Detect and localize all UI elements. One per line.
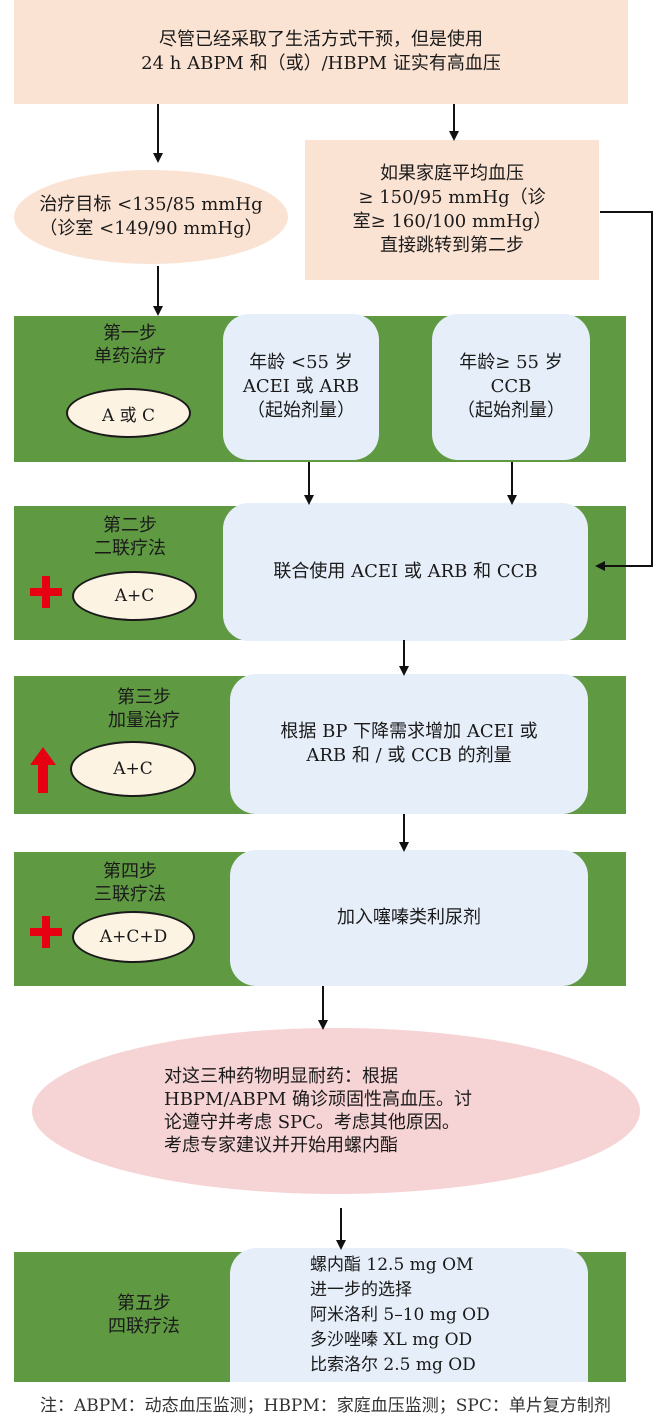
text-line: 论遵守并考虑 SPC。考虑其他原因。 [164, 1112, 460, 1133]
text-line: 直接跳转到第二步 [380, 235, 524, 256]
text-line: 室≥ 160/100 mmHg） [352, 211, 552, 232]
step-label: 三联疗法 [94, 884, 166, 905]
step-label: 第二步 [103, 515, 157, 536]
text-line: 24 h ABPM 和（或）/HBPM 证实有高血压 [141, 53, 501, 74]
text-line: 进一步的选择 [310, 1279, 412, 1300]
text-line: 尽管已经采取了生活方式干预，但是使用 [159, 29, 483, 50]
text-line: HBPM/ABPM 确诊顽固性高血压。讨 [164, 1089, 473, 1110]
skip-arrow-connector [595, 211, 653, 571]
text-line: 加入噻嗪类利尿剂 [337, 907, 481, 928]
text-line: ≥ 150/95 mmHg（诊 [358, 187, 546, 208]
drug-code-pill: A 或 C [66, 388, 191, 438]
step-label: 二联疗法 [94, 538, 166, 559]
step-label: 第一步 [103, 323, 157, 344]
text-line: 年龄 <55 岁 [249, 352, 353, 373]
dose-increase-box: 根据 BP 下降需求增加 ACEI 或 ARB 和 / 或 CCB 的剂量 [230, 674, 588, 814]
step-three-title: 第三步 加量治疗 [84, 686, 204, 732]
text-line: 年龄≥ 55 岁 [459, 352, 563, 373]
text-line: （起始剂量） [457, 400, 565, 421]
text-line: （诊室 <149/90 mmHg） [39, 218, 263, 239]
text-line: ACEI 或 ARB [242, 376, 360, 397]
step-label: 第三步 [117, 687, 171, 708]
text-line: 如果家庭平均血压 [380, 163, 524, 184]
age-under-55-box: 年龄 <55 岁 ACEI 或 ARB （起始剂量） [223, 314, 379, 460]
text-line: 对这三种药物明显耐药：根据 [164, 1066, 398, 1087]
step-label: 第四步 [103, 861, 157, 882]
skip-to-step-two-box: 如果家庭平均血压 ≥ 150/95 mmHg（诊 室≥ 160/100 mmHg… [305, 140, 599, 280]
text-line: 多沙唑嗪 XL mg OD [310, 1329, 473, 1350]
text-line: ARB 和 / 或 CCB 的剂量 [306, 745, 512, 766]
text-line: 螺内酯 12.5 mg OM [310, 1254, 474, 1275]
top-condition-box: 尽管已经采取了生活方式干预，但是使用 24 h ABPM 和（或）/HBPM 证… [14, 0, 628, 104]
text-line: 根据 BP 下降需求增加 ACEI 或 [280, 721, 538, 742]
text-line: （起始剂量） [247, 400, 355, 421]
step-one-title: 第一步 单药治疗 [70, 322, 190, 368]
age-55-plus-box: 年龄≥ 55 岁 CCB （起始剂量） [432, 314, 590, 460]
step-four-title: 第四步 三联疗法 [70, 860, 190, 906]
step-five-title: 第五步 四联疗法 [84, 1292, 204, 1338]
drug-code-pill: A+C [72, 571, 197, 621]
step-two-title: 第二步 二联疗法 [70, 514, 190, 560]
text-line: 阿米洛利 5–10 mg OD [310, 1304, 490, 1325]
text-line: 比索洛尔 2.5 mg OD [310, 1354, 476, 1375]
treatment-target-oval: 治疗目标 <135/85 mmHg （诊室 <149/90 mmHg） [14, 170, 288, 264]
footnote-partial: 注：ABPM：动态血压监测；HBPM：家庭血压监测；SPC：单片复方制剂 [40, 1396, 611, 1415]
fourth-line-options-box: 螺内酯 12.5 mg OM 进一步的选择 阿米洛利 5–10 mg OD 多沙… [230, 1248, 588, 1382]
step-label: 第五步 [117, 1293, 171, 1314]
text-line: 治疗目标 <135/85 mmHg [39, 194, 263, 215]
resistance-oval: 对这三种药物明显耐药：根据 HBPM/ABPM 确诊顽固性高血压。讨 论遵守并考… [32, 1028, 640, 1194]
combination-box: 联合使用 ACEI 或 ARB 和 CCB [223, 503, 588, 641]
drug-code-pill: A+C+D [72, 911, 195, 963]
add-diuretic-box: 加入噻嗪类利尿剂 [230, 850, 588, 986]
red-plus-icon [30, 576, 62, 608]
text-line: 考虑专家建议并开始用螺内酯 [164, 1135, 398, 1156]
step-label: 四联疗法 [108, 1316, 180, 1337]
red-plus-icon [30, 916, 62, 948]
text-line: 联合使用 ACEI 或 ARB 和 CCB [273, 561, 538, 582]
text-line: CCB [490, 376, 532, 397]
step-label: 单药治疗 [94, 346, 166, 367]
drug-code-pill: A+C [70, 741, 196, 797]
step-label: 加量治疗 [108, 710, 180, 731]
red-up-arrow-icon [30, 747, 56, 793]
